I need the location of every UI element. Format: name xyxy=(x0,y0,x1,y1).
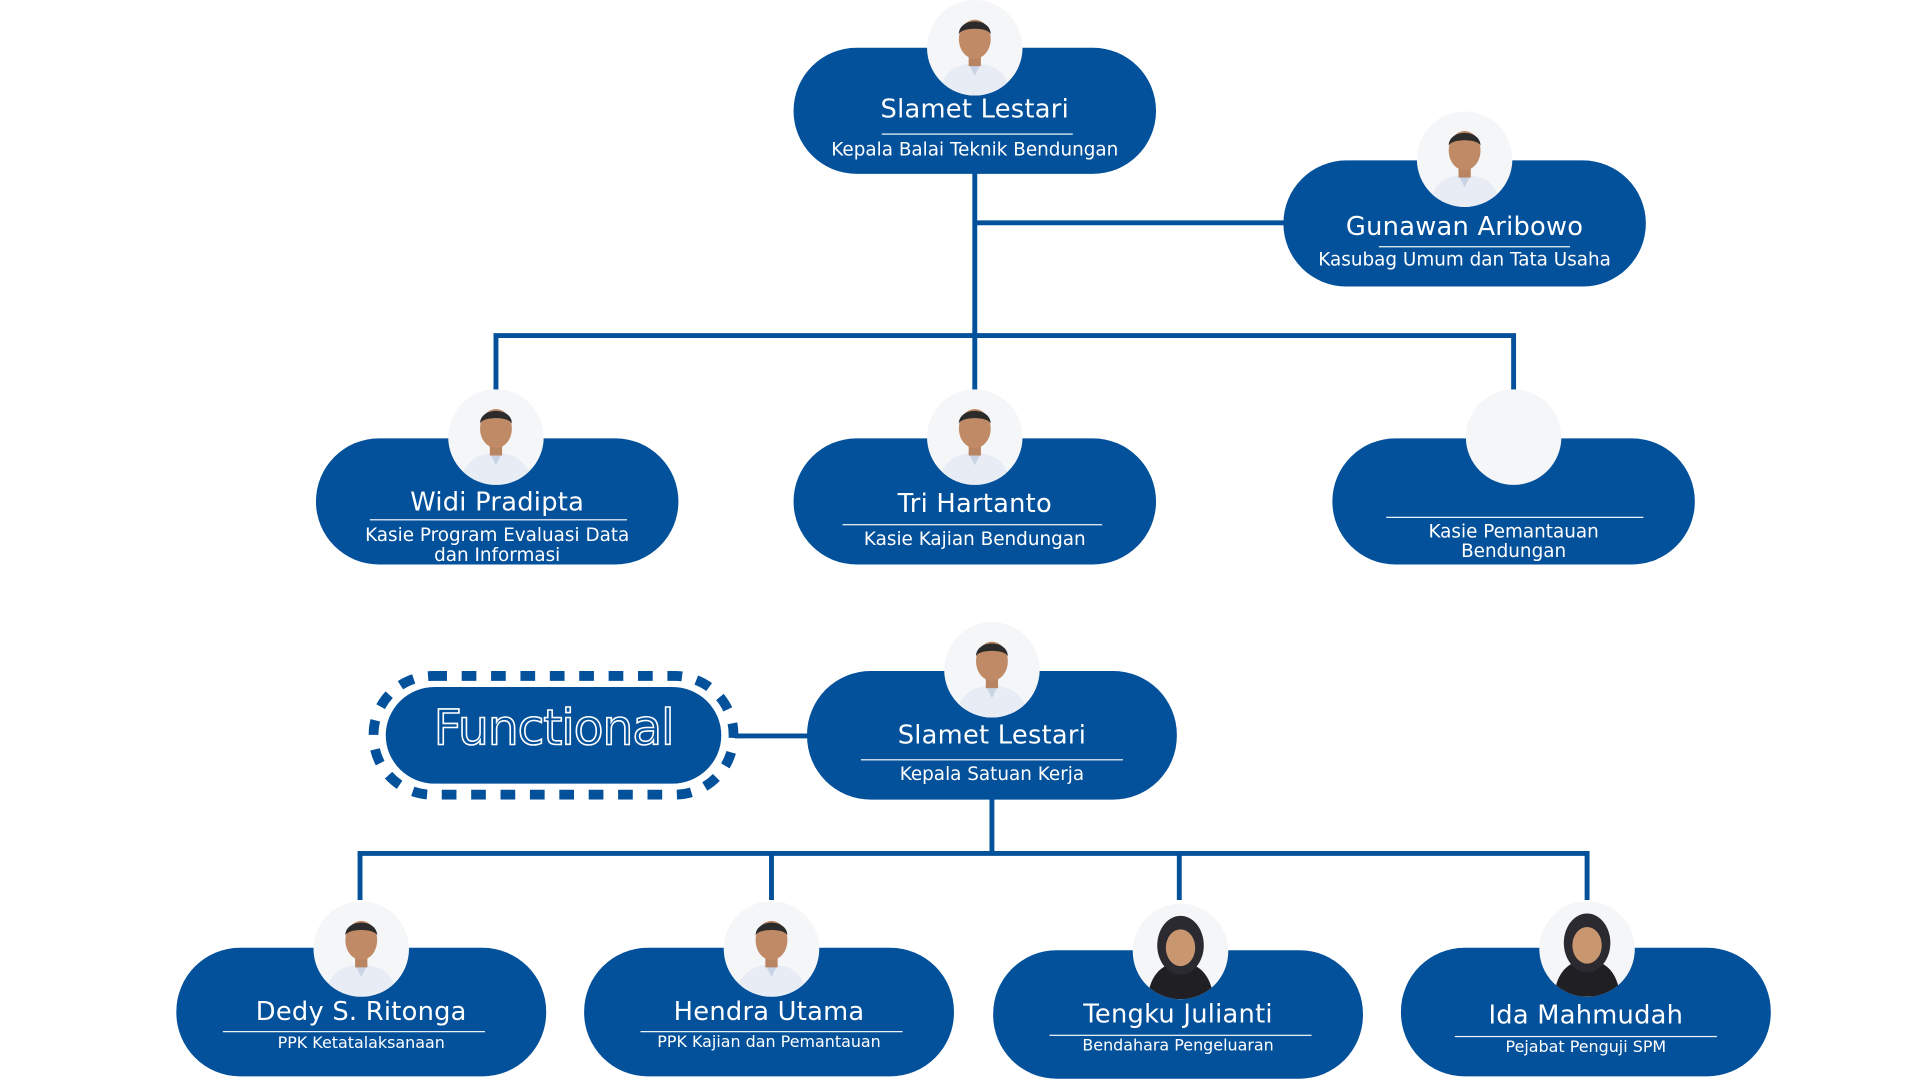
section-2-name: Tri Hartanto xyxy=(897,488,1052,518)
functional-head-divider xyxy=(860,759,1123,761)
staff-1-divider xyxy=(222,1031,485,1033)
staff-3-photo xyxy=(1132,903,1229,1000)
person-avatar-icon xyxy=(460,408,532,485)
person-avatar-icon xyxy=(1429,131,1501,207)
functional-head-role: Kepala Satuan Kerja xyxy=(899,762,1085,785)
section-2-role: Kasie Kajian Bendungan xyxy=(863,527,1086,550)
staff-4-divider xyxy=(1454,1035,1717,1038)
staff-4-name: Ida Mahmudah xyxy=(1488,1000,1684,1030)
staff-1-name: Dedy S. Ritonga xyxy=(255,996,467,1027)
staff-3-divider xyxy=(1049,1034,1312,1036)
section-3-photo xyxy=(1465,389,1562,485)
section-3-role: Kasie Pemantauan Bendungan xyxy=(1428,520,1599,563)
section-2-photo xyxy=(927,389,1023,485)
staff-4-photo xyxy=(1539,901,1635,997)
head-name: Slamet Lestari xyxy=(880,94,1069,124)
section-1-photo xyxy=(448,389,544,485)
staff-3-name: Tengku Julianti xyxy=(1083,999,1273,1029)
section-2-divider xyxy=(842,524,1103,526)
staff-2-name: Hendra Utama xyxy=(673,996,865,1027)
staff-card-4: Ida Mahmudah Pejabat Penguji SPM xyxy=(1400,947,1771,1077)
staff-1-photo xyxy=(313,901,410,997)
functional-badge-label: Functional xyxy=(433,700,676,758)
staff-card-3: Tengku Julianti Bendahara Pengeluaran xyxy=(993,950,1363,1079)
section-1-role: Kasie Program Evaluasi Data dan Informas… xyxy=(365,524,630,566)
person-avatar-icon xyxy=(735,920,808,997)
staff-2-divider xyxy=(640,1031,903,1033)
person-avatar-icon xyxy=(325,920,397,997)
section-1-divider xyxy=(369,519,627,521)
staff-3-role: Bendahara Pengeluaran xyxy=(1082,1037,1274,1056)
admin-role: Kasubag Umum dan Tata Usaha xyxy=(1318,248,1611,271)
section-1-name: Widi Pradipta xyxy=(410,487,585,517)
functional-badge-shape xyxy=(368,671,739,800)
staff-4-role: Pejabat Penguji SPM xyxy=(1505,1038,1667,1057)
person-avatar-icon xyxy=(939,19,1011,96)
person-avatar-icon xyxy=(956,641,1028,718)
functional-head-name: Slamet Lestari xyxy=(897,720,1087,750)
staff-1-role: PPK Ketatalaksanaan xyxy=(277,1034,445,1054)
person-avatar-icon xyxy=(939,408,1011,485)
staff-2-photo xyxy=(723,901,820,997)
section-3-divider xyxy=(1386,516,1644,518)
functional-badge: Functional xyxy=(368,671,739,800)
staff-2-role: PPK Kajian dan Pemantauan xyxy=(657,1033,881,1052)
admin-photo xyxy=(1416,111,1513,207)
head-divider xyxy=(881,133,1073,135)
functional-head-photo xyxy=(944,622,1040,718)
head-role: Kepala Balai Teknik Bendungan xyxy=(831,138,1119,161)
admin-name: Gunawan Aribowo xyxy=(1345,211,1584,242)
person-avatar-icon xyxy=(1554,913,1621,997)
head-photo xyxy=(927,0,1023,96)
staff-card-2: Hendra Utama PPK Kajian dan Pemantauan xyxy=(584,947,954,1077)
person-avatar-icon xyxy=(1147,915,1214,1000)
admin-divider xyxy=(1378,246,1570,248)
